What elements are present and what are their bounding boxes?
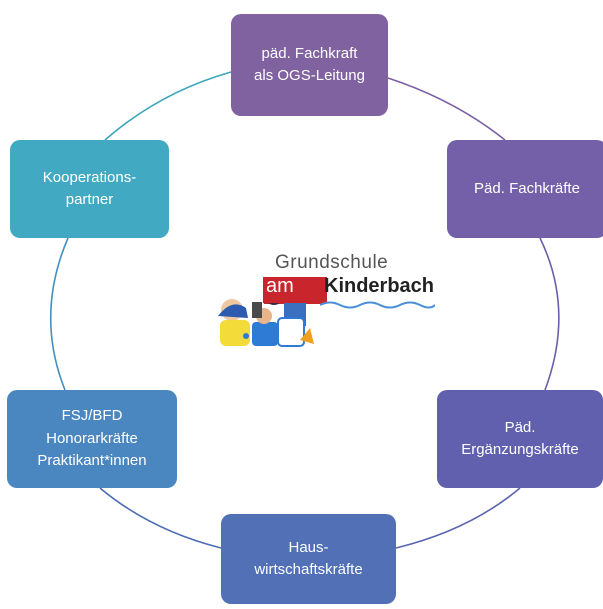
arc-top-right — [387, 77, 506, 141]
node-kooperationspartner: Kooperations- partner — [10, 140, 169, 238]
node-paed-fachkraefte: Päd. Fachkräfte — [447, 140, 603, 238]
node-ergaenzungskraefte: Päd. Ergänzungskräfte — [437, 390, 603, 488]
logo-kinderbach: Kinderbach — [324, 275, 435, 297]
node-ogs-leitung: päd. Fachkraft als OGS-Leitung — [231, 14, 388, 116]
node-fsj-bfd: FSJ/BFD Honorarkräfte Praktikant*innen — [7, 390, 177, 488]
arc-bottom-left — [99, 487, 222, 549]
logo-line-grundschule: Grundschule — [275, 252, 389, 273]
arc-right-rlow — [539, 237, 560, 391]
logo-red-block — [263, 277, 327, 303]
arc-left-tleft — [49, 237, 69, 391]
arc-rlow-bottom — [395, 487, 521, 549]
node-hauswirtschaft: Haus- wirtschaftskräfte — [221, 514, 396, 604]
logo-wave — [320, 301, 435, 309]
arc-tleft-top — [104, 71, 232, 141]
logo-am: am — [266, 275, 294, 297]
school-logo: Grundschule am Kinderbach — [212, 248, 452, 358]
